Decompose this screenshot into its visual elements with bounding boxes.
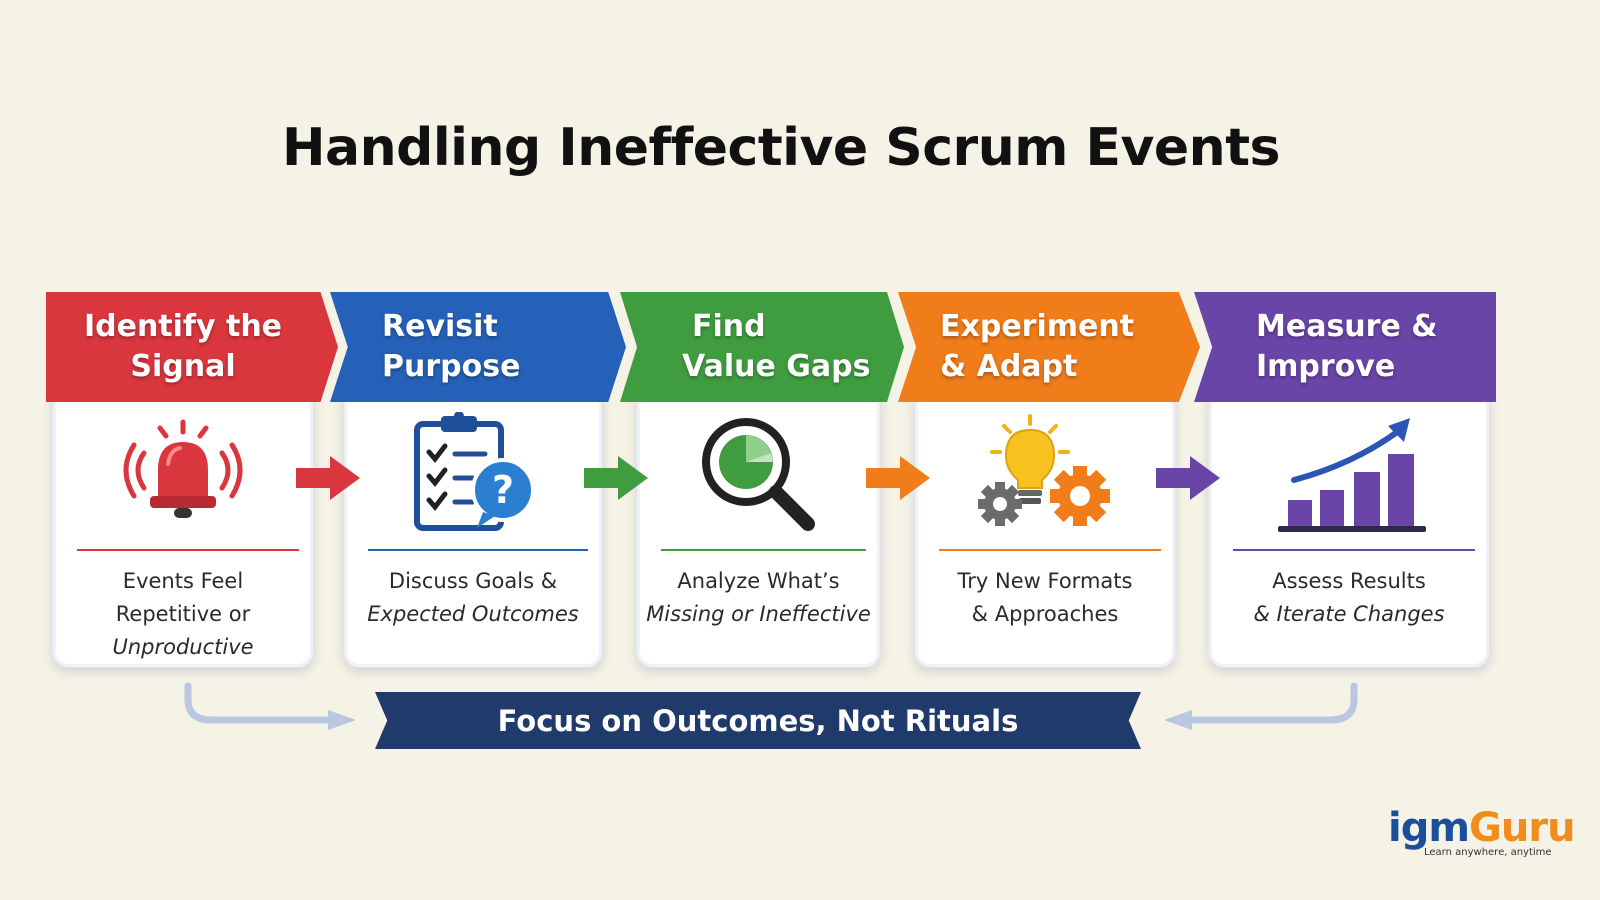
step-card-find-value-gaps: Analyze What’s Missing or Ineffective xyxy=(636,388,881,668)
step-header-measure-improve: Measure & Improve xyxy=(1194,292,1496,402)
svg-text:?: ? xyxy=(492,468,514,512)
step-header-find-value-gaps: Find Value Gaps xyxy=(620,292,904,402)
step-card-measure-improve: Assess Results & Iterate Changes xyxy=(1208,388,1490,668)
step-card-identify-signal: Events Feel Repetitive or Unproductive xyxy=(52,388,314,668)
step-description: Discuss Goals & Expected Outcomes xyxy=(367,569,579,626)
flow-arrow-icon xyxy=(584,456,648,500)
step-description: Events Feel Repetitive or Unproductive xyxy=(112,569,254,659)
page-title: Handling Ineffective Scrum Events xyxy=(282,118,1281,178)
lightbulb-gears-icon xyxy=(915,413,1175,535)
step-header-revisit-purpose: Revisit Purpose xyxy=(330,292,626,402)
step-card-revisit-purpose: ? Discuss Goals & Expected Outcomes xyxy=(343,388,603,668)
step-description: Analyze What’s Missing or Ineffective xyxy=(646,569,871,626)
step-card-experiment-adapt: Try New Formats & Approaches xyxy=(914,388,1176,668)
alarm-bell-icon xyxy=(53,413,313,535)
brand-logo: igmGuru Learn anywhere, anytime xyxy=(1388,805,1576,858)
magnifier-chart-icon xyxy=(637,413,880,535)
curved-arrow-right-icon xyxy=(1164,682,1358,730)
step-description: Assess Results & Iterate Changes xyxy=(1253,569,1445,626)
focus-banner: Focus on Outcomes, Not Rituals xyxy=(375,692,1141,749)
checklist-question-icon: ? xyxy=(344,412,602,535)
flow-arrow-icon xyxy=(296,456,360,500)
flow-arrow-icon xyxy=(1156,456,1220,500)
step-header-identify-signal: Identify the Signal xyxy=(46,292,338,402)
logo-tagline: Learn anywhere, anytime xyxy=(1424,847,1552,858)
step-header-experiment-adapt: Experiment & Adapt xyxy=(898,292,1200,402)
flow-arrow-icon xyxy=(866,456,930,500)
growth-chart-icon xyxy=(1209,413,1489,535)
step-description: Try New Formats & Approaches xyxy=(957,569,1133,626)
curved-arrow-left-icon xyxy=(184,682,356,730)
